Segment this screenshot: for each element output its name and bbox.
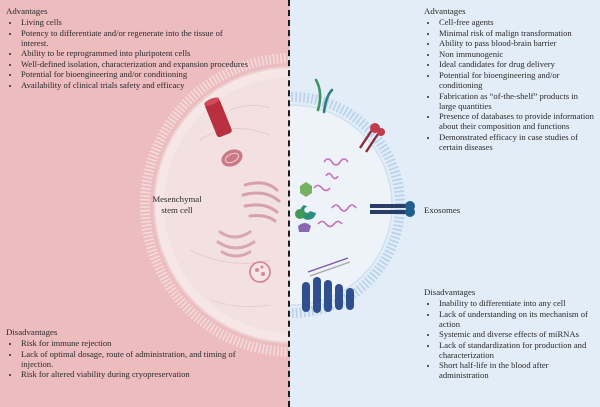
msc-label-line2: stem cell	[161, 204, 193, 215]
golgi-apparatus-icon	[241, 181, 281, 223]
exosome-advantage-item: Presence of databases to provide informa…	[438, 111, 594, 131]
protein-purple-icon	[298, 223, 311, 232]
exosome-disadvantages-block: Disadvantages Inability to differentiate…	[424, 287, 594, 381]
protein-green-icon	[300, 182, 312, 197]
mirna-icon	[313, 158, 357, 228]
exosome-disadvantages-title: Disadvantages	[424, 287, 476, 297]
msc-advantage-item: Availability of clinical trials safety a…	[20, 80, 201, 90]
tetraspanin-icon	[314, 78, 334, 114]
exosome-advantage-item: Minimal risk of malign transformation	[438, 28, 594, 38]
endoplasmic-reticulum-icon	[216, 230, 256, 258]
transmembrane-protein-icon	[302, 277, 354, 313]
msc-advantage-item: Potency to differentiate and/or regenera…	[20, 28, 231, 48]
exosome-illustration	[290, 78, 415, 318]
msc-disadvantage-item: Lack of optimal dosage, route of adminis…	[20, 349, 261, 369]
msc-label: Mesenchymal stem cell	[132, 194, 222, 215]
exosome-surface-receptor-icon	[370, 201, 415, 217]
mesenchymal-stem-cell-illustration	[140, 53, 290, 357]
exosome-disadvantage-item: Systemic and diverse effects of miRNAs	[438, 329, 594, 339]
exosome-advantages-title: Advantages	[424, 6, 466, 16]
exosome-advantage-item: Potential for bioengineering and/or cond…	[438, 70, 594, 90]
exosome-advantage-item: Ability to pass blood-brain barrier	[438, 38, 594, 48]
exosome-advantage-item: Cell-free agents	[438, 17, 594, 27]
exosome-label: Exosomes	[424, 205, 461, 215]
msc-disadvantage-item: Risk for altered viability during cryopr…	[20, 369, 278, 379]
exosome-disadvantage-item: Lack of understanding on its mechanism o…	[438, 309, 594, 329]
protein-dark-green-icon	[295, 209, 305, 219]
exosome-advantage-item: Non immunogenic	[438, 49, 594, 59]
msc-advantage-item: Potential for bioengineering and/or cond…	[20, 69, 201, 79]
msc-disadvantages-block: Disadvantages Risk for immune rejection …	[6, 327, 278, 380]
msc-label-line1: Mesenchymal	[152, 194, 202, 204]
exosome-advantage-item: Fabrication as “of-the-shelf” products i…	[438, 91, 594, 111]
msc-advantages-title: Advantages	[6, 6, 48, 16]
dna-fragment-icon	[307, 257, 351, 277]
msc-advantage-item: Ability to be reprogrammed into pluripot…	[20, 48, 278, 58]
exosome-advantage-item: Demonstrated efficacy in case studies of…	[438, 132, 594, 152]
membrane-receptor-icon	[204, 97, 232, 138]
exosome-disadvantage-item: Lack of standardization for production a…	[438, 340, 594, 360]
vesicle-icon	[249, 261, 271, 283]
exosome-disadvantage-item: Inability to differentiate into any cell	[438, 298, 594, 308]
msc-disadvantages-title: Disadvantages	[6, 327, 58, 337]
msc-advantages-block: Advantages Living cells Potency to diffe…	[6, 6, 278, 91]
exosome-disadvantage-item: Short half-life in the blood after admin…	[438, 360, 594, 380]
exosome-advantages-block: Advantages Cell-free agents Minimal risk…	[424, 6, 594, 152]
msc-advantage-item: Living cells	[20, 17, 278, 27]
msc-disadvantage-item: Risk for immune rejection	[20, 338, 278, 348]
exosome-advantage-item: Ideal candidates for drug delivery	[438, 59, 594, 69]
mitochondrion-icon	[221, 149, 243, 167]
panel-divider	[288, 0, 290, 407]
red-receptor-icon	[359, 123, 385, 153]
msc-advantage-item: Well-defined isolation, characterization…	[20, 59, 256, 69]
